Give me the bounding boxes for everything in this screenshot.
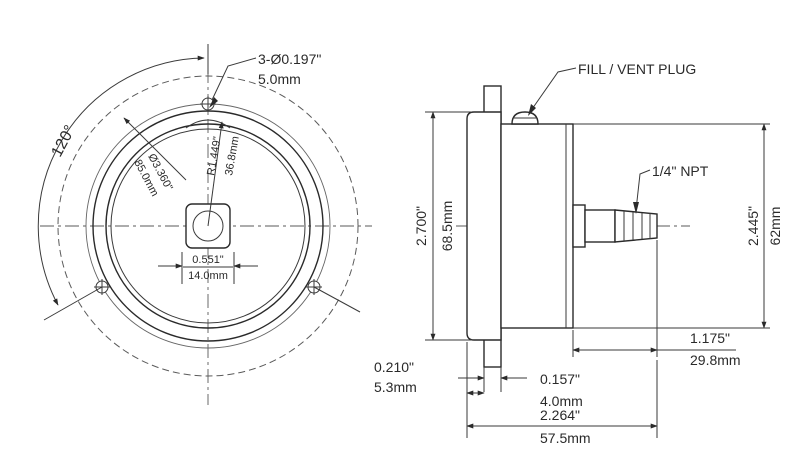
- side-view: FILL / VENT PLUG 1/4" NPT 2.700" 68.5mm …: [374, 61, 783, 446]
- height-mm-label: 68.5mm: [439, 201, 455, 252]
- hex-mm-label: 14.0mm: [188, 270, 228, 282]
- npt-label: 1/4" NPT: [652, 163, 709, 179]
- radius-in-label: R1.449": [205, 136, 224, 177]
- radius-mm-label: 36.8mm: [223, 135, 242, 176]
- hole-label-mm: 5.0mm: [258, 71, 301, 87]
- height-in-label: 2.700": [413, 206, 429, 246]
- depth-mm-label: 57.5mm: [540, 430, 591, 446]
- hex-in-label: 0.551": [192, 254, 224, 266]
- vent-label: FILL / VENT PLUG: [578, 61, 696, 77]
- depth-in-label: 2.264": [540, 407, 580, 423]
- npt-stem: [572, 204, 658, 248]
- hole-label-in: 3-Ø0.197": [258, 51, 321, 67]
- npt-leader-line: [635, 169, 651, 211]
- flange-mm-label: 5.3mm: [374, 379, 417, 395]
- mounting-hole-right: [306, 279, 322, 295]
- angle-label: 120°: [49, 123, 80, 160]
- stem-mm-label: 29.8mm: [690, 352, 741, 368]
- case-body: [500, 123, 574, 329]
- case-height-mm-label: 62mm: [767, 207, 783, 246]
- bezel-ring: [466, 111, 502, 341]
- hole-leader-arrow: [209, 97, 218, 108]
- flange-in-label: 0.210": [374, 359, 414, 375]
- angle-extension-left: [43, 286, 103, 321]
- gap-in-label: 0.157": [540, 371, 580, 387]
- angle-extension-right: [313, 286, 361, 313]
- hole-leader-line: [211, 57, 257, 101]
- angle-dimension-arc: [37, 55, 205, 306]
- vent-leader-arrow: [528, 104, 536, 116]
- diameter-leader: [123, 117, 187, 181]
- radius-leader: [207, 121, 224, 227]
- front-view: 120° 3-Ø0.197" 5.0mm Ø3.360" 85.0mm R1.4…: [37, 44, 372, 405]
- vent-leader-line: [529, 67, 577, 113]
- stem-in-label: 1.175": [690, 330, 730, 346]
- gap-mm-label: 4.0mm: [540, 393, 583, 409]
- npt-leader-arrow: [633, 202, 639, 214]
- flange-outline-circle: [57, 75, 359, 377]
- case-height-in-label: 2.445": [745, 206, 761, 246]
